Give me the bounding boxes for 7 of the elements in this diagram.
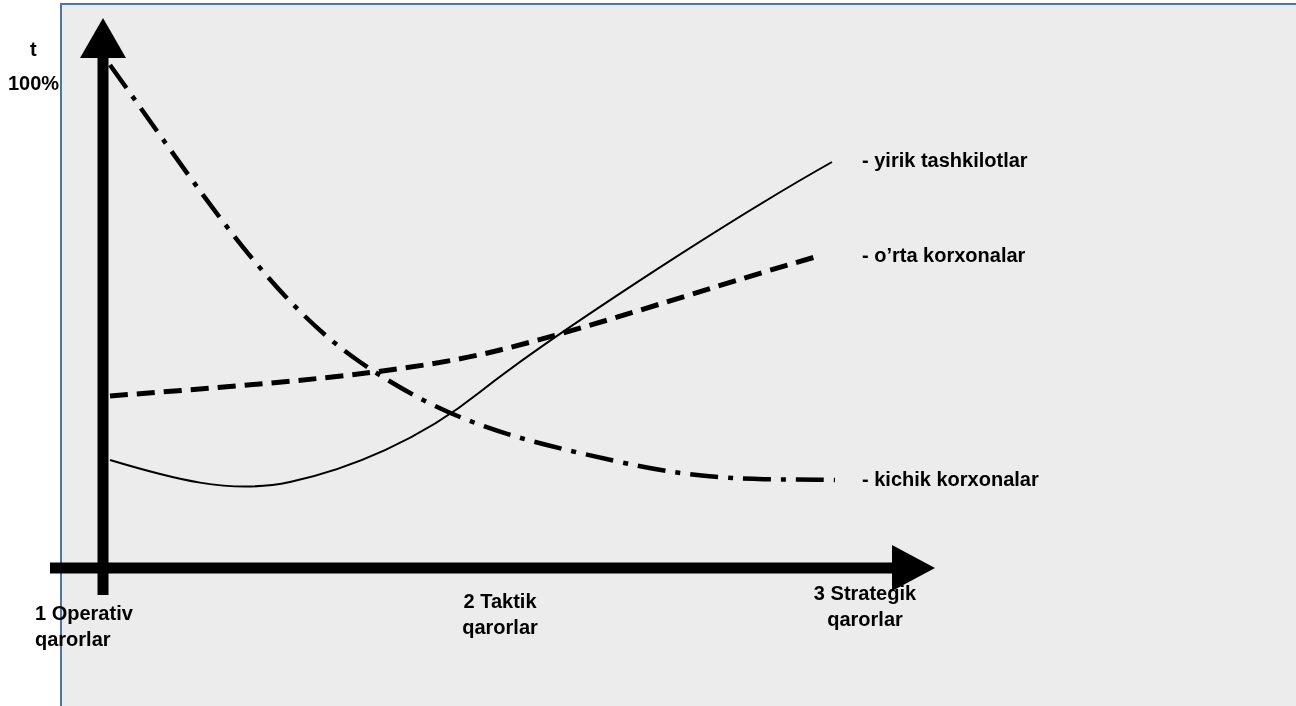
category-label: 3 Strategik qarorlar xyxy=(812,581,918,632)
curve-label: - yirik tashkilotlar xyxy=(862,148,1029,173)
axis-tick-label: 100% xyxy=(8,71,61,96)
curve-label: - kichik korxonalar xyxy=(862,467,1040,492)
curve-label: - o’rta korxonalar xyxy=(862,243,1027,268)
axis-label: t xyxy=(30,37,38,62)
category-label: 2 Taktik qarorlar xyxy=(461,589,539,640)
